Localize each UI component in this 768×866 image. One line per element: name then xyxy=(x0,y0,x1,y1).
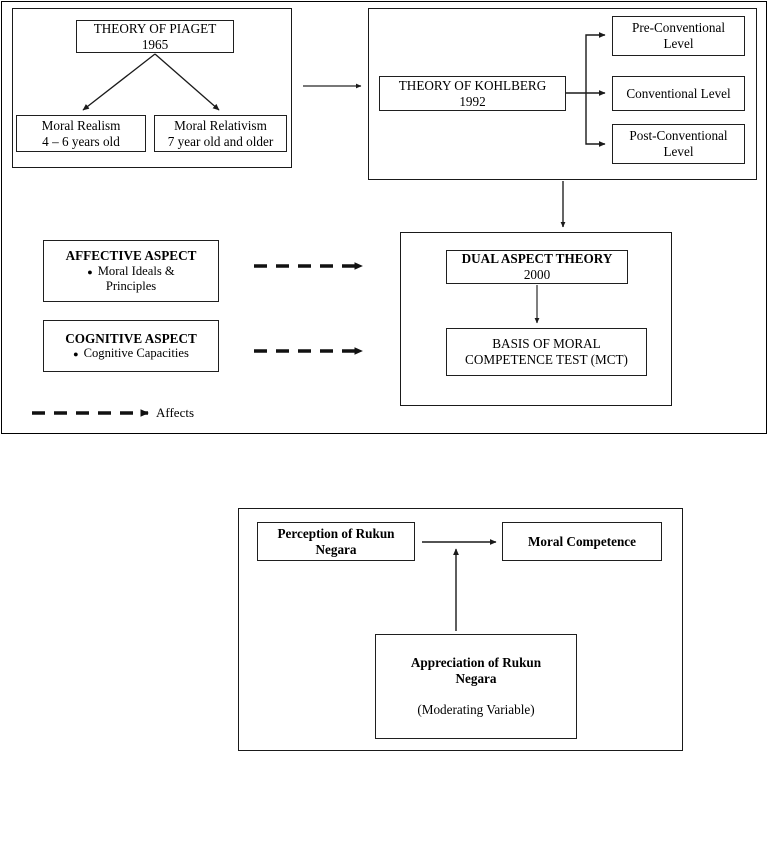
dual-aspect-theory-line1: DUAL ASPECT THEORY xyxy=(461,251,613,267)
appreciation-line3: (Moderating Variable) xyxy=(417,702,535,718)
kohlberg-level-post-conventional[interactable]: Post-Conventional Level xyxy=(612,124,745,164)
appreciation-line2: Negara xyxy=(455,670,497,686)
piaget-root-line2: 1965 xyxy=(141,36,169,52)
affective-aspect-heading: AFFECTIVE ASPECT xyxy=(65,248,197,264)
kohlberg-level-pre-conventional[interactable]: Pre-Conventional Level xyxy=(612,16,745,56)
pre-conventional-line1: Pre-Conventional xyxy=(631,20,726,36)
basis-mct-line1: BASIS OF MORAL xyxy=(492,336,601,352)
cognitive-bullet-line1: Cognitive Capacities xyxy=(83,346,189,361)
kohlberg-level-conventional[interactable]: Conventional Level xyxy=(612,76,745,111)
moral-competence-line1: Moral Competence xyxy=(527,533,637,549)
perception-line2: Negara xyxy=(315,541,357,557)
dual-aspect-theory-line2: 2000 xyxy=(523,267,551,282)
perception-of-rukun-negara-box[interactable]: Perception of Rukun Negara xyxy=(257,522,415,561)
piaget-child-moral-relativism[interactable]: Moral Relativism 7 year old and older xyxy=(154,115,287,152)
kohlberg-root-box[interactable]: THEORY OF KOHLBERG 1992 xyxy=(379,76,566,111)
moral-competence-box[interactable]: Moral Competence xyxy=(502,522,662,561)
top-diagram-frame xyxy=(1,1,767,434)
post-conventional-line1: Post-Conventional xyxy=(629,128,728,144)
legend-affects-label: Affects xyxy=(156,405,195,420)
basis-mct-line2: COMPETENCE TEST (MCT) xyxy=(465,352,628,367)
cognitive-aspect-heading: COGNITIVE ASPECT xyxy=(65,330,197,346)
appreciation-line1: Appreciation of Rukun xyxy=(410,655,542,671)
bullet-dot-icon: ● xyxy=(73,349,79,360)
moral-relativism-line2: 7 year old and older xyxy=(167,133,274,149)
bullet-dot-icon: ● xyxy=(87,266,93,277)
moral-relativism-line1: Moral Relativism xyxy=(174,117,267,133)
piaget-root-box[interactable]: THEORY OF PIAGET 1965 xyxy=(76,20,234,53)
appreciation-spacer xyxy=(376,686,576,702)
cognitive-aspect-bullet: ● Cognitive Capacities xyxy=(44,346,218,361)
moral-realism-line2: 4 – 6 years old xyxy=(42,133,120,149)
conventional-line1: Conventional Level xyxy=(626,85,731,101)
piaget-root-line1: THEORY OF PIAGET xyxy=(93,20,217,36)
piaget-child-moral-realism[interactable]: Moral Realism 4 – 6 years old xyxy=(16,115,146,152)
cognitive-aspect-box[interactable]: COGNITIVE ASPECT ● Cognitive Capacities xyxy=(43,320,219,372)
affective-aspect-box[interactable]: AFFECTIVE ASPECT ● Moral Ideals & Princip… xyxy=(43,240,219,302)
affective-aspect-bullet: ● Moral Ideals & xyxy=(44,264,218,279)
dual-aspect-theory-box[interactable]: DUAL ASPECT THEORY 2000 xyxy=(446,250,628,284)
affective-bullet-line1: Moral Ideals & xyxy=(97,263,175,278)
pre-conventional-line2: Level xyxy=(663,36,694,51)
basis-of-mct-box[interactable]: BASIS OF MORAL COMPETENCE TEST (MCT) xyxy=(446,328,647,376)
affective-bullet-line2: Principles xyxy=(105,278,157,293)
kohlberg-root-line1: THEORY OF KOHLBERG xyxy=(398,77,547,93)
appreciation-of-rukun-negara-box[interactable]: Appreciation of Rukun Negara (Moderating… xyxy=(375,634,577,739)
kohlberg-root-line2: 1992 xyxy=(459,93,486,109)
moral-realism-line1: Moral Realism xyxy=(41,117,121,133)
perception-line1: Perception of Rukun xyxy=(277,525,395,541)
post-conventional-line2: Level xyxy=(663,144,694,159)
